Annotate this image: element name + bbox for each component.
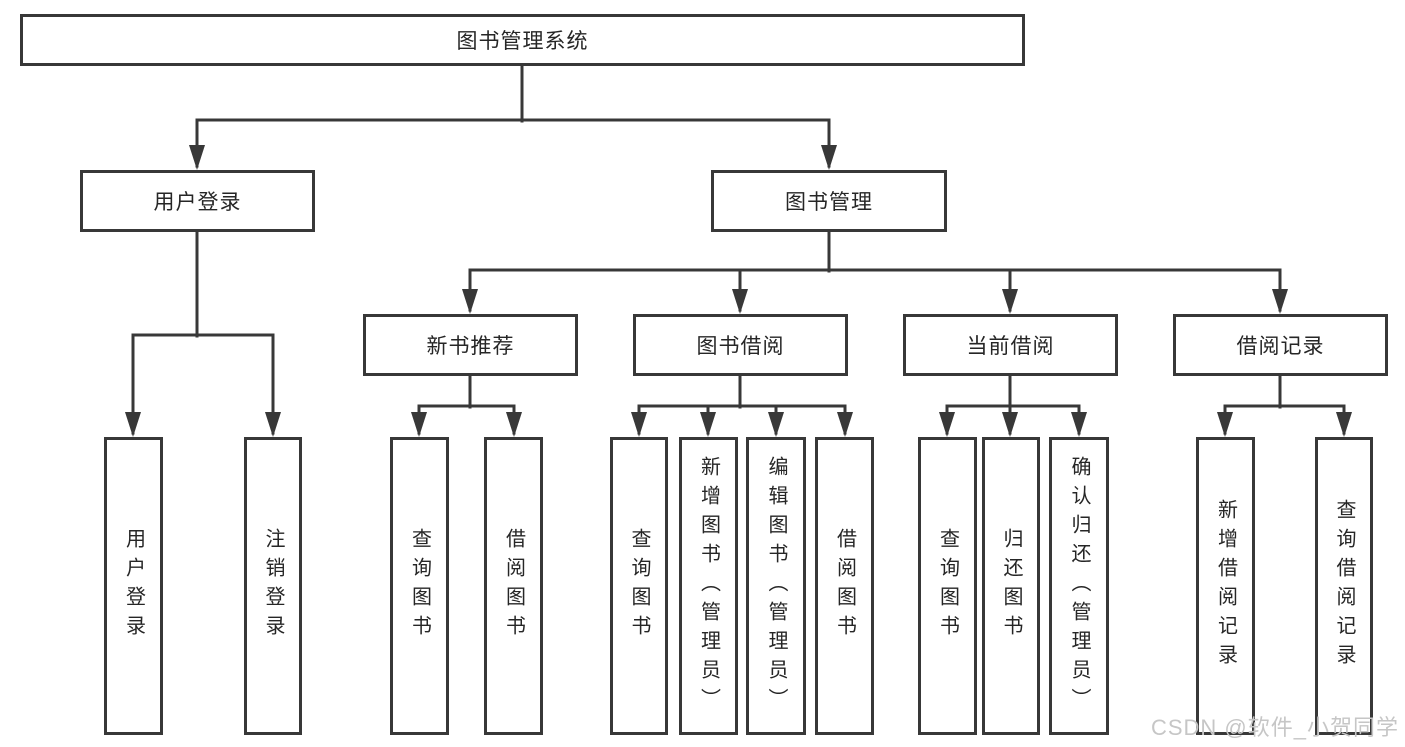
node-label: 借阅记录 [1236, 335, 1325, 358]
leaf-label: 借阅图书 [833, 528, 856, 644]
leaf-label: 借阅图书 [502, 528, 525, 644]
leaf-label: 用户登录 [122, 528, 145, 644]
leaf-bb-add-books-admin: 新增图书（管理员） [679, 437, 738, 735]
leaf-br-query-record: 查询借阅记录 [1315, 437, 1373, 735]
leaf-cb-query-books: 查询图书 [918, 437, 977, 735]
leaf-bb-borrow-books: 借阅图书 [815, 437, 874, 735]
leaf-label: 新增图书（管理员） [697, 455, 720, 717]
csdn-watermark: CSDN @软件_小贺同学 [1150, 715, 1399, 740]
leaf-cb-confirm-return-admin: 确认归还（管理员） [1049, 437, 1109, 735]
leaf-nb-borrow-books: 借阅图书 [484, 437, 543, 735]
node-borrow-records: 借阅记录 [1173, 314, 1388, 376]
leaf-br-add-record: 新增借阅记录 [1196, 437, 1255, 735]
leaf-label: 查询借阅记录 [1333, 499, 1355, 673]
node-label: 图书管理 [785, 191, 873, 214]
node-current-borrow: 当前借阅 [903, 314, 1118, 376]
leaf-logout: 注销登录 [244, 437, 302, 735]
node-book-borrow: 图书借阅 [633, 314, 848, 376]
leaf-label: 编辑图书（管理员） [765, 455, 787, 717]
leaf-label: 查询图书 [936, 528, 959, 644]
leaf-user-login: 用户登录 [104, 437, 163, 735]
leaf-bb-edit-books-admin: 编辑图书（管理员） [746, 437, 806, 735]
node-new-book-recommend: 新书推荐 [363, 314, 578, 376]
node-label: 新书推荐 [426, 335, 515, 358]
leaf-label: 确认归还（管理员） [1068, 455, 1090, 717]
node-book-management: 图书管理 [711, 170, 947, 232]
leaf-bb-query-books: 查询图书 [610, 437, 668, 735]
leaf-nb-query-books: 查询图书 [390, 437, 449, 735]
leaf-label: 新增借阅记录 [1214, 499, 1237, 673]
leaf-label: 查询图书 [408, 528, 431, 644]
leaf-label: 归还图书 [1000, 528, 1022, 644]
node-label: 用户登录 [153, 191, 242, 214]
node-label: 图书借阅 [696, 335, 785, 358]
node-label: 图书管理系统 [456, 30, 589, 53]
leaf-label: 注销登录 [262, 528, 284, 644]
node-user-login: 用户登录 [80, 170, 315, 232]
node-label: 当前借阅 [966, 335, 1055, 358]
leaf-cb-return-books: 归还图书 [982, 437, 1040, 735]
node-library-management-system: 图书管理系统 [20, 14, 1025, 66]
leaf-label: 查询图书 [628, 528, 650, 644]
